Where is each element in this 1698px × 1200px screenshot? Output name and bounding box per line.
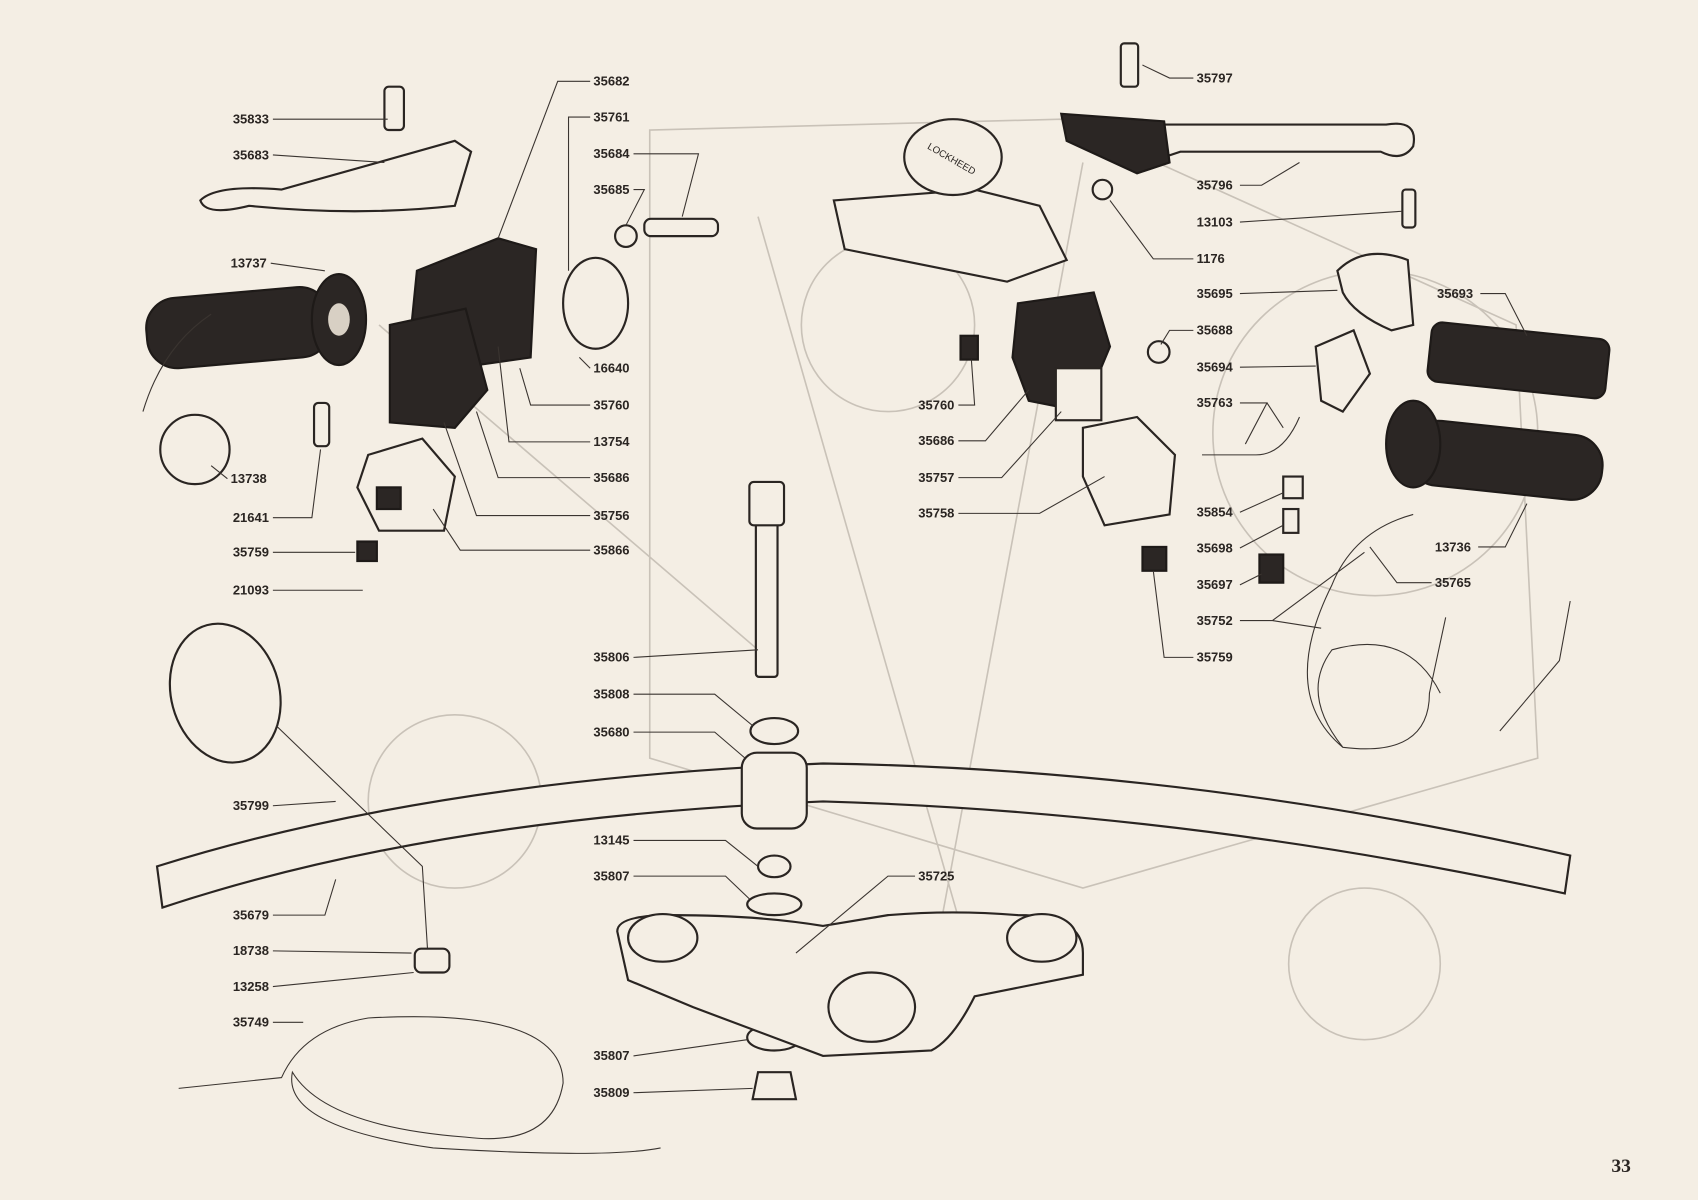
callout-label: 35759 xyxy=(1197,650,1233,665)
callout-label: 35697 xyxy=(1197,577,1233,592)
callout-label: 35693 xyxy=(1437,286,1473,301)
throttle-housing-top xyxy=(1336,252,1415,332)
far-right-callouts: 35693 13736 35765 xyxy=(1369,286,1528,590)
callout-label: 35763 xyxy=(1197,395,1233,410)
callout-label: 35686 xyxy=(593,470,629,485)
callout-label: 35695 xyxy=(1197,286,1233,301)
brake-lever xyxy=(1146,122,1416,165)
callout-label: 35799 xyxy=(233,798,269,813)
callout-label: 35797 xyxy=(1197,70,1233,85)
callout-label: 35807 xyxy=(593,1048,629,1063)
throttle-sleeve xyxy=(1426,321,1611,400)
callout-label: 35758 xyxy=(918,506,954,521)
callout-label: 35809 xyxy=(593,1085,629,1100)
callout-label: 13737 xyxy=(231,256,267,271)
throttle-cable xyxy=(1306,513,1447,750)
callout-label: 35808 xyxy=(593,687,629,702)
page-number: 33 xyxy=(1611,1156,1631,1177)
brake-master-cylinder: LOCKHEED xyxy=(832,118,1069,283)
handlebar xyxy=(155,762,1572,909)
screw xyxy=(643,217,720,238)
throttle-housing-bottom xyxy=(1314,328,1372,413)
callout-label: 35683 xyxy=(233,147,269,162)
right-grip xyxy=(1385,399,1604,501)
pivot-bolt xyxy=(383,85,406,132)
callout-label: 35686 xyxy=(918,433,954,448)
throttle-drum xyxy=(562,256,630,350)
callout-label: 18738 xyxy=(233,943,269,958)
callout-label: 35752 xyxy=(1197,613,1233,628)
callout-label: 35761 xyxy=(593,109,629,124)
callout-label: 35807 xyxy=(593,868,629,883)
callout-label: 21093 xyxy=(233,583,269,598)
callout-label: 13736 xyxy=(1435,539,1471,554)
callout-label: 13145 xyxy=(593,833,629,848)
callout-label: 35796 xyxy=(1197,178,1233,193)
left-callouts: 35833 35683 13737 13738 21641 35759 2109… xyxy=(210,112,414,1030)
callout-label: 13754 xyxy=(593,434,630,449)
callout-label: 35684 xyxy=(593,146,630,161)
callout-label: 35749 xyxy=(233,1015,269,1030)
callout-label: 35680 xyxy=(593,724,629,739)
callout-label: 21641 xyxy=(233,510,269,525)
left-grip xyxy=(145,272,368,370)
callout-label: 35688 xyxy=(1197,323,1233,338)
clutch-cable xyxy=(178,1016,661,1154)
callout-label: 35757 xyxy=(918,470,954,485)
callout-label: 35682 xyxy=(593,74,629,89)
right-callouts: 35797 35796 13103 1176 35695 35688 35694… xyxy=(1109,64,1403,665)
callout-label: 35760 xyxy=(593,397,629,412)
callout-label: 35765 xyxy=(1435,575,1471,590)
callout-label: 35679 xyxy=(233,907,269,922)
callout-label: 35725 xyxy=(918,868,954,883)
callout-label: 13738 xyxy=(231,471,267,486)
callout-label: 13258 xyxy=(233,979,269,994)
callout-label: 35685 xyxy=(593,182,629,197)
callout-label: 13103 xyxy=(1197,214,1233,229)
callout-label: 35833 xyxy=(233,112,269,127)
center-right-callouts: 35725 35760 35686 35757 35758 xyxy=(795,359,1105,954)
callout-label: 35760 xyxy=(918,397,954,412)
clutch-lever xyxy=(199,139,473,213)
grip-end-cap xyxy=(159,413,231,486)
callout-label: 35756 xyxy=(593,508,629,523)
callout-label: 35806 xyxy=(593,650,629,665)
callout-label: 35854 xyxy=(1197,505,1234,520)
callout-label: 35866 xyxy=(593,543,629,558)
center-callouts: 35682 35761 35684 35685 16640 35760 1375… xyxy=(432,74,759,1100)
left-switch-housing xyxy=(356,237,538,532)
callout-label: 35698 xyxy=(1197,540,1233,555)
callout-label: 16640 xyxy=(593,361,629,376)
mirror xyxy=(168,622,451,974)
callout-label: 1176 xyxy=(1197,251,1225,266)
callout-label: 35759 xyxy=(233,545,269,560)
callout-label: 35694 xyxy=(1197,360,1234,375)
